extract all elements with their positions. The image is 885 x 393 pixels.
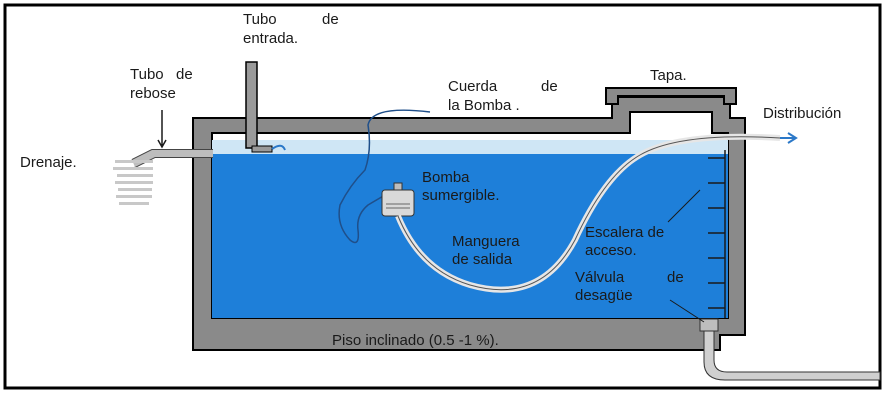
label-manguera-2: de salida <box>452 251 513 268</box>
label-tubo-entrada-de: de <box>322 11 339 28</box>
label-valvula-de: de <box>667 269 684 286</box>
manhole-cover <box>605 87 737 105</box>
valve-pointer <box>669 299 705 323</box>
label-cuerda-2: la Bomba . <box>448 97 520 114</box>
label-bomba-2: sumergible. <box>422 187 500 204</box>
inlet-pipe <box>245 61 258 149</box>
label-tapa: Tapa. <box>650 67 687 84</box>
overflow-pipe-fill <box>132 150 213 167</box>
label-tubo-rebose-de: de <box>176 66 193 83</box>
water-body <box>212 150 728 318</box>
pump-rope <box>338 109 431 244</box>
label-valvula-1: Válvula <box>575 269 625 286</box>
label-distribucion: Distribución <box>763 105 841 122</box>
inlet-splash <box>271 144 286 151</box>
drain-splash <box>113 160 153 205</box>
drain-valve <box>699 318 881 381</box>
label-tubo-entrada-1: Tubo <box>243 11 277 28</box>
inlet-outlet <box>251 145 273 153</box>
outlet-hose-outline <box>397 136 781 291</box>
label-cuerda-de: de <box>541 78 558 95</box>
label-escalera-2: acceso. <box>585 242 637 259</box>
label-manguera-1: Manguera <box>452 233 520 250</box>
access-ladder <box>708 150 726 318</box>
overflow-pointer-arrow <box>157 110 167 149</box>
label-escalera-1: Escalera de <box>585 224 664 241</box>
label-cuerda-1: Cuerda <box>448 78 498 95</box>
label-drenaje: Drenaje. <box>20 154 77 171</box>
label-valvula-2: desagüe <box>575 287 633 304</box>
distribution-arrow <box>780 132 798 144</box>
label-tubo-rebose-2: rebose <box>130 85 176 102</box>
water-surface <box>212 140 728 154</box>
label-piso: Piso inclinado (0.5 -1 %). <box>332 332 499 349</box>
label-bomba-1: Bomba <box>422 169 470 186</box>
label-tubo-rebose-1: Tubo <box>130 66 164 83</box>
submersible-pump <box>381 182 415 217</box>
label-tubo-entrada-2: entrada. <box>243 30 298 47</box>
ladder-pointer <box>667 189 701 223</box>
